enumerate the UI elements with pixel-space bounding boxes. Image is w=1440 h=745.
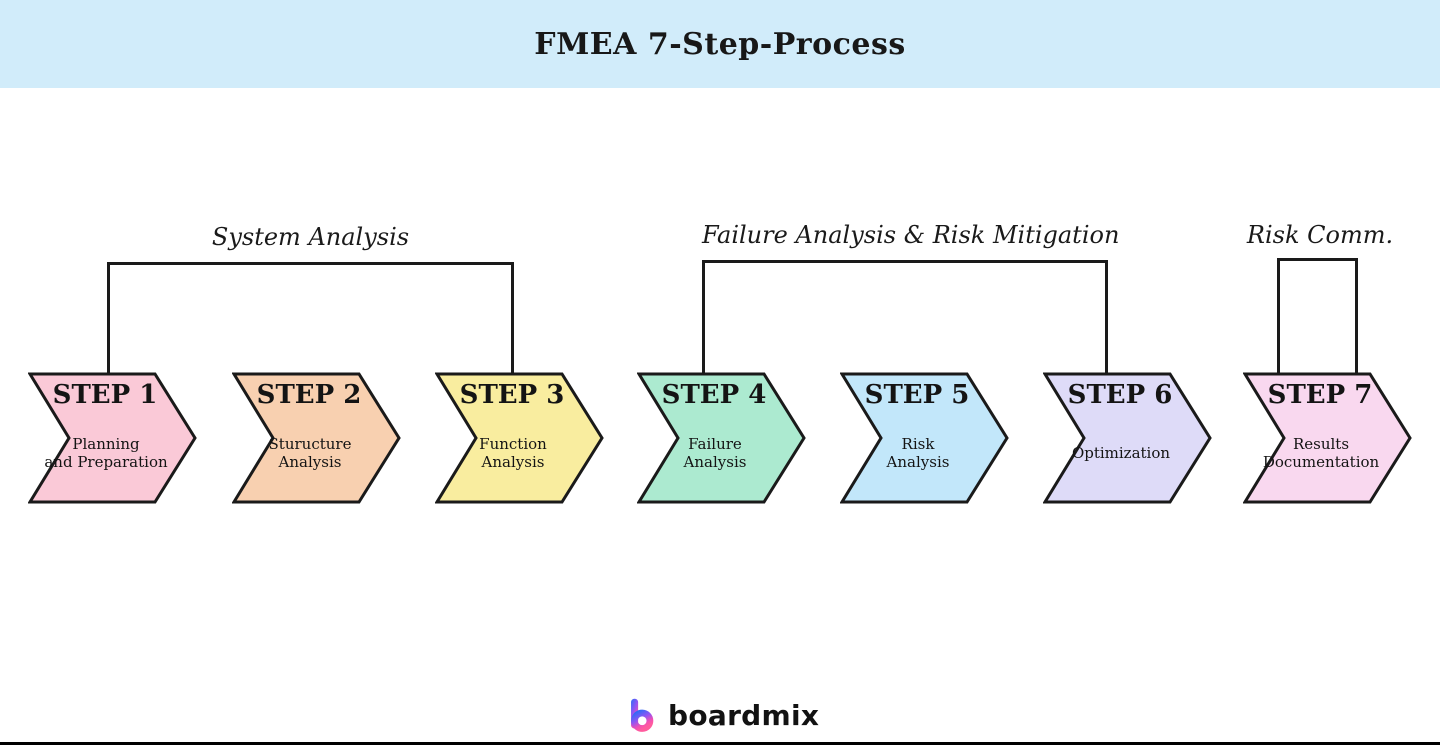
step-6-shape: STEP 6 Optimization: [1043, 372, 1213, 504]
step-1-subtitle: Planning and Preparation: [44, 435, 168, 471]
step-4-title: STEP 4: [661, 380, 767, 410]
bracket-steps-4-6: [702, 260, 1108, 375]
bottom-border-line: [0, 742, 1440, 745]
step-5-shape: STEP 5 Risk Analysis: [840, 372, 1010, 504]
step-3-subtitle: Function Analysis: [479, 435, 547, 471]
step-5-title: STEP 5: [864, 380, 970, 410]
group-label-failure-analysis-risk-mitigation: Failure Analysis & Risk Mitigation: [702, 221, 1120, 249]
group-label-system-analysis: System Analysis: [211, 223, 410, 251]
step-4-subtitle: Failure Analysis: [683, 435, 747, 471]
step-1-shape: STEP 1 Planning and Preparation: [28, 372, 198, 504]
step-7-title: STEP 7: [1267, 380, 1373, 410]
chevron-arrow-icon: [28, 372, 197, 504]
diagram-title: FMEA 7-Step-Process: [534, 26, 906, 62]
step-7-subtitle: Results Documentation: [1262, 435, 1380, 471]
chevron-arrow-icon: [840, 372, 1009, 504]
chevron-arrow-icon: [1043, 372, 1212, 504]
step-1-title: STEP 1: [52, 380, 158, 410]
step-2-shape: STEP 2 Sturucture Analysis: [232, 372, 402, 504]
chevron-arrow-icon: [435, 372, 604, 504]
step-2-title: STEP 2: [256, 380, 362, 410]
step-7-shape: STEP 7 Results Documentation: [1243, 372, 1413, 504]
chevron-arrow-icon: [232, 372, 401, 504]
group-label-risk-comm: Risk Comm.: [1246, 221, 1394, 249]
brand-footer: boardmix: [628, 697, 819, 733]
chevron-arrow-icon: [637, 372, 806, 504]
step-3-shape: STEP 3 Function Analysis: [435, 372, 605, 504]
title-banner: FMEA 7-Step-Process: [0, 0, 1440, 88]
step-6-subtitle: Optimization: [1071, 444, 1171, 462]
step-6-title: STEP 6: [1067, 380, 1173, 410]
bracket-step-7: [1277, 258, 1358, 375]
boardmix-logo-icon: [631, 698, 654, 732]
step-5-subtitle: Risk Analysis: [886, 435, 950, 471]
step-4-shape: STEP 4 Failure Analysis: [637, 372, 807, 504]
bracket-steps-1-3: [107, 262, 514, 375]
step-2-subtitle: Sturucture Analysis: [268, 435, 352, 471]
step-3-title: STEP 3: [459, 380, 565, 410]
brand-name: boardmix: [668, 698, 820, 732]
chevron-arrow-icon: [1243, 372, 1412, 504]
